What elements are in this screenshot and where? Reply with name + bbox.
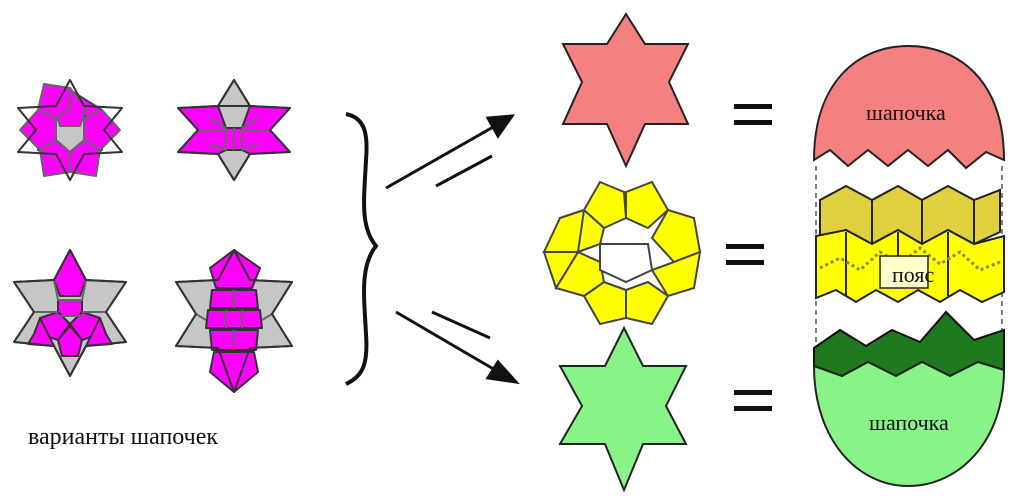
- equals-sign-3-top: [734, 390, 772, 395]
- belt-label-box: [879, 255, 929, 289]
- capsule-belt-label: пояс: [892, 262, 935, 287]
- capsule-bottom-label: шапочка: [869, 410, 949, 435]
- arrows: [385, 114, 520, 385]
- cap-variant-2: [177, 79, 291, 181]
- variants-caption: варианты шапочек: [28, 424, 219, 450]
- equals-sign-1-bottom: [734, 120, 772, 125]
- capsule-belt-upper-lines: [871, 200, 975, 244]
- capsule: [812, 44, 1006, 488]
- capsule-bottom-cap: [812, 360, 1006, 488]
- curly-brace: [345, 112, 379, 386]
- capsule-top-cap: [812, 44, 1006, 170]
- green-cap-star: [558, 325, 688, 493]
- yellow-belt-ring: [542, 180, 702, 326]
- equals-sign-1-top: [734, 104, 772, 109]
- red-cap-star: [561, 12, 690, 169]
- cap-variant-4: [175, 249, 293, 393]
- equals-signs: [726, 104, 772, 411]
- equals-sign-2-bottom: [726, 260, 764, 265]
- cap-variant-1: [17, 79, 123, 181]
- equals-sign-2-top: [726, 244, 764, 249]
- equals-sign-3-bottom: [734, 406, 772, 411]
- cap-variant-3: [13, 249, 127, 377]
- capsule-belt-lower-lines: [845, 232, 949, 296]
- capsule-top-label: шапочка: [866, 100, 946, 125]
- arrow-head-down: [485, 359, 520, 385]
- arrow-head-up: [485, 114, 516, 139]
